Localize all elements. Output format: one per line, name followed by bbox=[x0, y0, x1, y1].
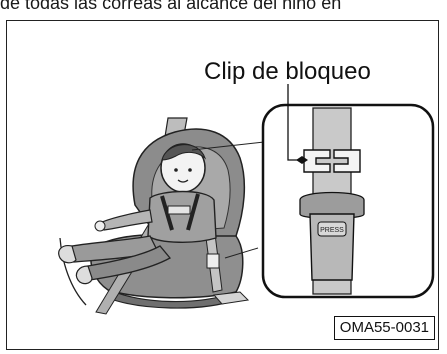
callout-label: Clip de bloqueo bbox=[204, 58, 371, 85]
locking-clip-right bbox=[333, 149, 361, 173]
press-button bbox=[317, 221, 347, 237]
locking-clip-left bbox=[303, 149, 331, 173]
locking-clip-small bbox=[206, 253, 220, 269]
cut-off-text-line: de todas las correas al alcance del niño… bbox=[0, 0, 342, 13]
child-body bbox=[147, 190, 217, 243]
figure-code: OMA55-0031 bbox=[333, 316, 435, 340]
press-label: PRESS bbox=[320, 227, 344, 234]
